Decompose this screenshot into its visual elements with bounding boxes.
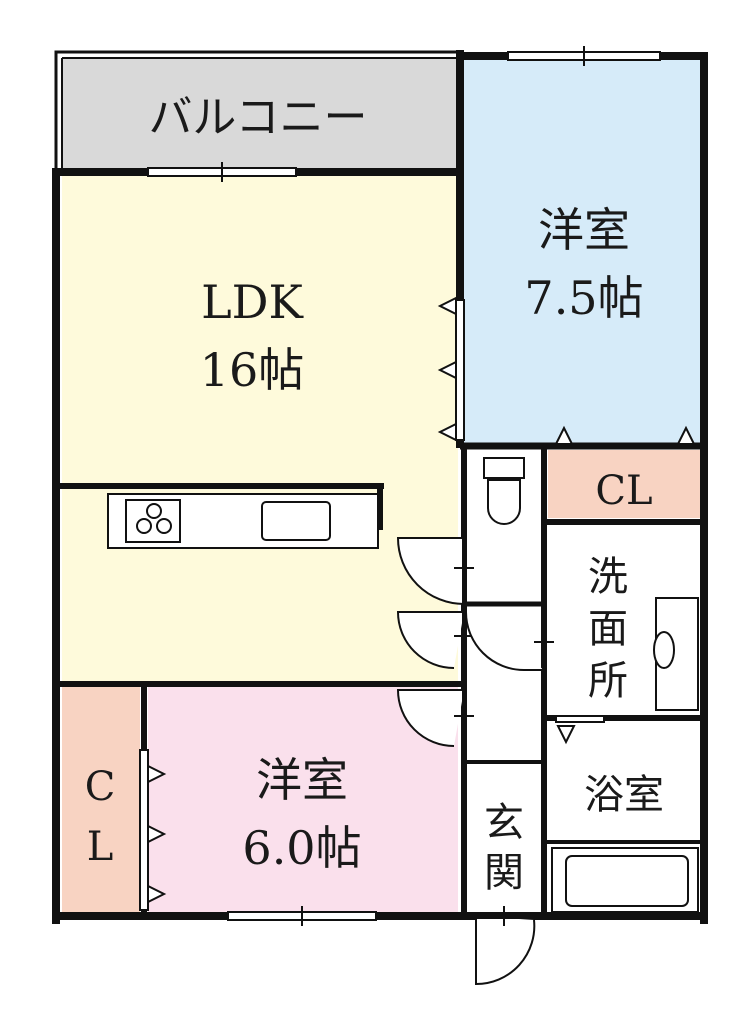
sliding-door-markers: [437, 296, 457, 442]
western-room-b-name: 洋室: [256, 753, 348, 807]
washroom-char-1: 洗: [588, 554, 628, 600]
closet-b-markers: [139, 749, 167, 911]
washroom-char-2: 面: [588, 606, 628, 652]
sink: [261, 501, 331, 541]
balcony-area: [62, 58, 458, 170]
western-room-b-area: [148, 686, 458, 912]
washroom-char-3: 所: [588, 658, 628, 704]
toilet: [483, 457, 525, 525]
wash-bath-marker: [555, 715, 605, 745]
kitchen-counter: [107, 493, 379, 549]
ldk-size: 16帖: [200, 343, 305, 397]
western-room-a-name: 洋室: [538, 203, 630, 257]
sliding-door-rail: [455, 299, 465, 441]
closet-a-markers: [554, 425, 696, 445]
entrance-char-1: 玄: [484, 800, 524, 846]
bathtub: [551, 847, 699, 913]
entrance-char-2: 関: [484, 850, 524, 896]
washbasin: [653, 597, 699, 711]
ldk-name: LDK: [201, 275, 304, 329]
balcony-label: バルコニー: [148, 92, 367, 143]
windows: [147, 46, 661, 926]
stove: [125, 499, 181, 543]
closet-b-label-1: C: [85, 764, 116, 810]
bathroom-label: 浴室: [584, 772, 664, 818]
doors: [396, 537, 554, 986]
closet-a-area: [548, 450, 700, 518]
closet-b-label-2: L: [87, 824, 114, 870]
ldk-area: [62, 174, 458, 682]
western-room-a-area: [462, 60, 702, 444]
western-room-a-size: 7.5帖: [524, 271, 643, 325]
closet-a-label: CL: [595, 468, 652, 514]
closet-b-area: [62, 686, 140, 912]
western-room-b-size: 6.0帖: [242, 821, 361, 875]
